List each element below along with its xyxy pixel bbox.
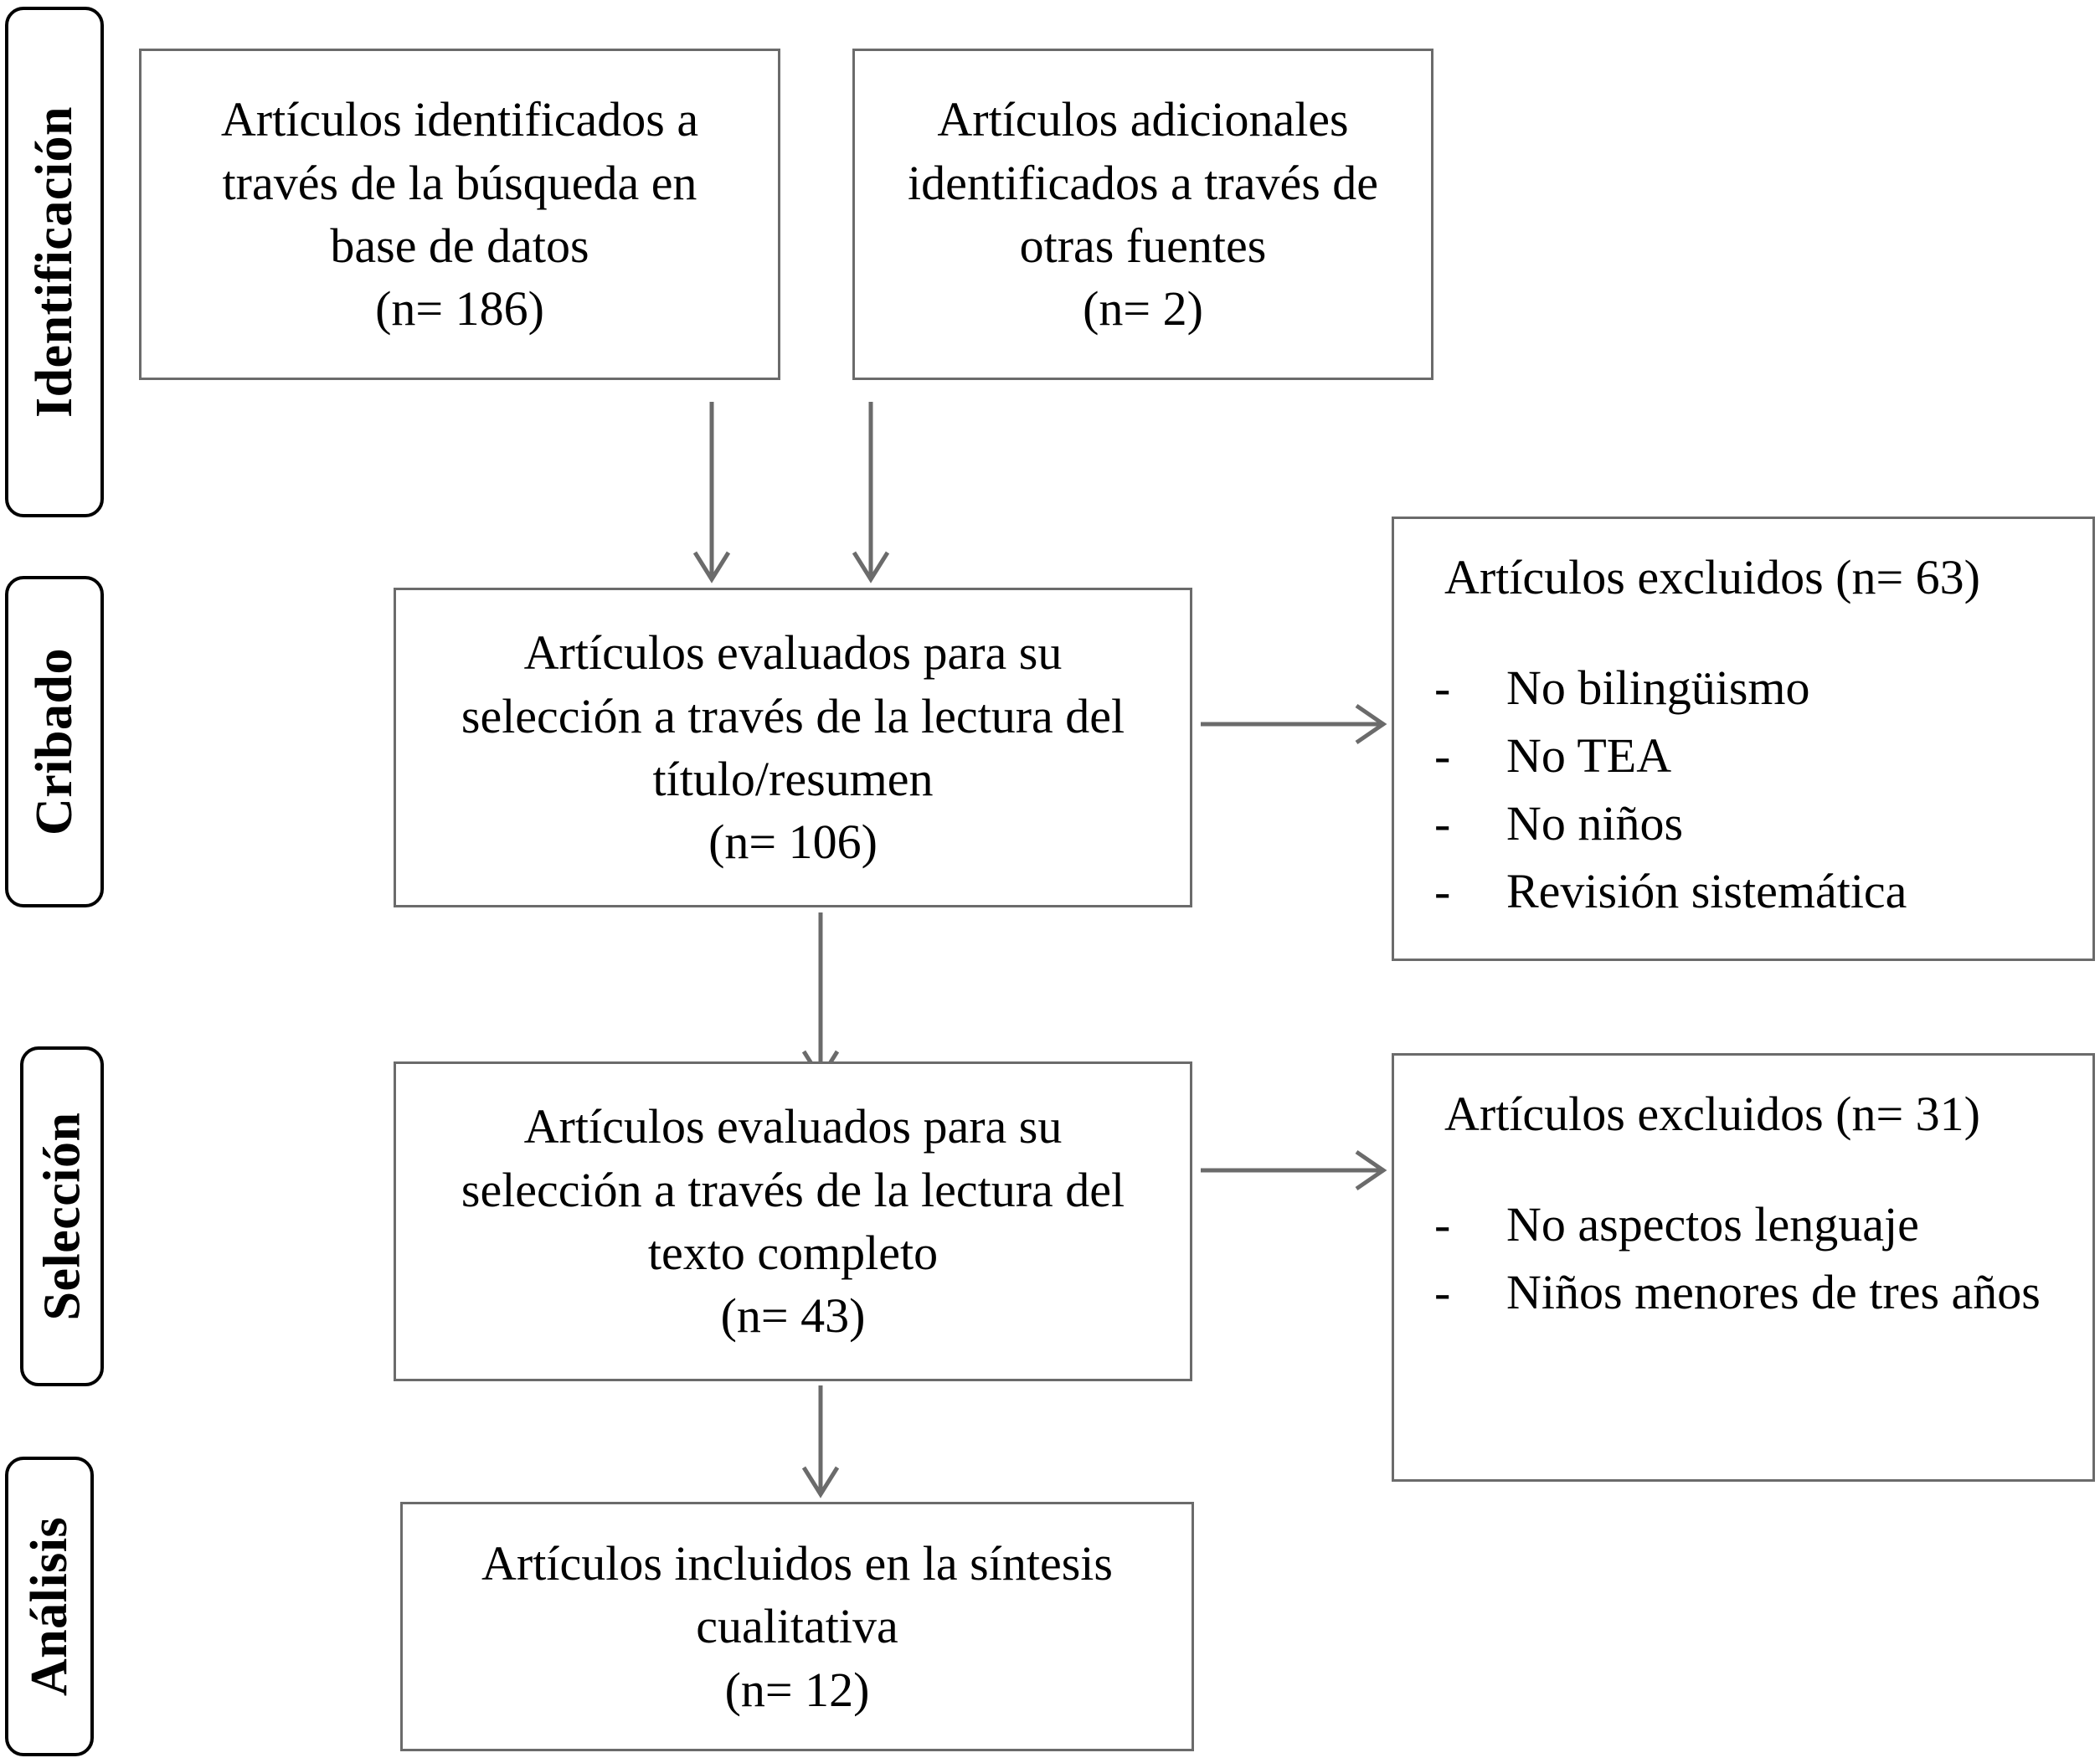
box-count: (n= 12) — [724, 1662, 870, 1717]
list-item: - No aspectos lenguaje — [1423, 1192, 2067, 1257]
excluded-eligibility-title: Artículos excluidos (n= 31) — [1444, 1087, 1980, 1141]
arrow-eligibility-to-included — [795, 1385, 846, 1504]
list-item: - No niños — [1423, 791, 2067, 856]
list-item: - No bilingüismo — [1423, 655, 2067, 720]
reason-text: Revisión sistemática — [1506, 863, 1907, 918]
box-count: (n= 43) — [720, 1288, 866, 1344]
reason-text: No bilingüismo — [1506, 660, 1810, 715]
list-item: - Revisión sistemática — [1423, 859, 2067, 923]
bullet-dash: - — [1434, 795, 1451, 851]
box-line: Artículos adicionales — [937, 92, 1349, 147]
box-line: Artículos incluidos en la síntesis — [481, 1535, 1113, 1591]
reason-text: No niños — [1506, 795, 1684, 851]
list-item: - Niños menores de tres años — [1423, 1260, 2067, 1324]
box-line: título/resumen — [652, 752, 934, 806]
stage-label-cribado-text: Cribado — [26, 648, 84, 835]
box-articles-identified-database: Artículos identificados a través de la b… — [139, 49, 780, 380]
box-count: (n= 2) — [1083, 281, 1203, 337]
excluded-screening-reason-list: - No bilingüismo - No TEA - No niños - R… — [1423, 655, 2067, 924]
box-line: través de la búsqueda en — [222, 155, 697, 210]
stage-label-cribado: Cribado — [5, 576, 104, 907]
box-articles-included-qualitative-synthesis: Artículos incluidos en la síntesis cuali… — [400, 1502, 1194, 1751]
box-articles-identified-other-sources: Artículos adicionales identificados a tr… — [852, 49, 1433, 380]
box-line: selección a través de la lectura del — [461, 688, 1125, 743]
box-articles-excluded-screening: Artículos excluidos (n= 63) - No bilingü… — [1392, 517, 2095, 961]
box-line: base de datos — [330, 218, 589, 273]
stage-label-analisis: Análisis — [5, 1457, 94, 1756]
box-line: Artículos identificados a — [220, 92, 699, 147]
bullet-dash: - — [1434, 727, 1451, 783]
excluded-screening-title: Artículos excluidos (n= 63) — [1444, 550, 1980, 604]
stage-label-seleccion-text: Selección — [33, 1112, 90, 1321]
bullet-dash: - — [1434, 660, 1451, 715]
arrow-identified-db-to-screening — [687, 402, 737, 588]
box-line: otras fuentes — [1019, 218, 1267, 273]
box-count: (n= 106) — [708, 815, 878, 870]
stage-label-seleccion: Selección — [20, 1046, 104, 1386]
stage-label-analisis-text: Análisis — [21, 1516, 79, 1697]
arrow-screening-to-excluded-63 — [1201, 699, 1390, 749]
list-item: - No TEA — [1423, 723, 2067, 788]
box-count: (n= 186) — [375, 281, 544, 337]
box-articles-assessed-fulltext: Artículos evaluados para su selección a … — [394, 1061, 1192, 1381]
box-line: texto completo — [647, 1226, 939, 1280]
box-line: identificados a través de — [907, 155, 1379, 210]
box-articles-excluded-eligibility: Artículos excluidos (n= 31) - No aspecto… — [1392, 1053, 2095, 1482]
box-line: cualitativa — [696, 1599, 898, 1654]
bullet-dash: - — [1434, 1264, 1451, 1319]
box-line: selección a través de la lectura del — [461, 1162, 1125, 1217]
box-articles-screened-title-abstract: Artículos evaluados para su selección a … — [394, 588, 1192, 907]
stage-label-identificacion: Identificación — [5, 7, 104, 517]
bullet-dash: - — [1434, 1196, 1451, 1252]
box-line: Artículos evaluados para su — [523, 1099, 1063, 1154]
reason-text: No aspectos lenguaje — [1506, 1196, 1919, 1252]
stage-label-identificacion-text: Identificación — [26, 105, 84, 419]
excluded-eligibility-reason-list: - No aspectos lenguaje - Niños menores d… — [1423, 1192, 2067, 1324]
bullet-dash: - — [1434, 863, 1451, 918]
reason-text: No TEA — [1506, 727, 1672, 783]
arrow-identified-other-to-screening — [846, 402, 896, 588]
reason-text: Niños menores de tres años — [1506, 1264, 2041, 1319]
box-line: Artículos evaluados para su — [523, 625, 1063, 681]
arrow-eligibility-to-excluded-31 — [1201, 1145, 1390, 1195]
